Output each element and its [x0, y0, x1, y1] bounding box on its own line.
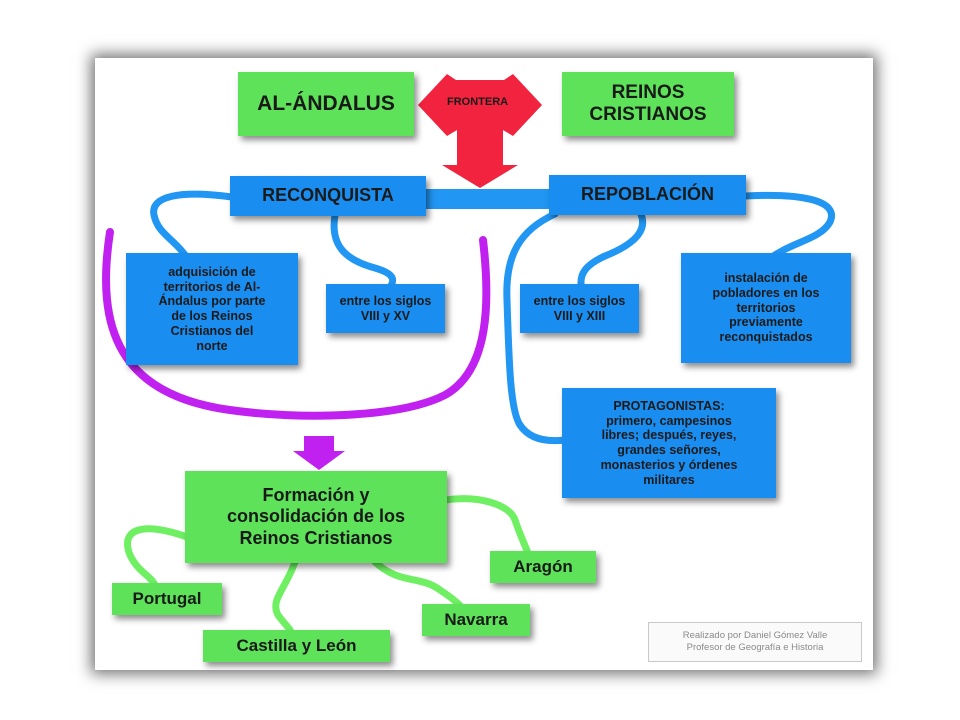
connector-reconquista-siglos [330, 211, 397, 294]
purple-arrow-head [293, 451, 345, 470]
connector-repoblacion-protagonistas [503, 210, 569, 445]
al-andalus-node: AL-ÁNDALUS [238, 72, 414, 136]
siglos-viii-xiii-node: entre los siglos VIII y XIII [520, 284, 639, 333]
connector-navarra [371, 558, 466, 612]
castilla-node: Castilla y León [203, 630, 390, 662]
purple-bracket [102, 228, 491, 420]
protagonistas-node: PROTAGONISTAS: primero, campesinos libre… [562, 388, 776, 498]
frontier-arrow [418, 74, 542, 188]
connector-castilla [272, 558, 299, 636]
adquisicion-node: adquisición de territorios de Al- Ándalu… [126, 253, 298, 365]
credit-line-1: Realizado por Daniel Gómez Valle [682, 629, 828, 641]
siglos-viii-xv-node: entre los siglos VIII y XV [326, 284, 445, 333]
connector-repoblacion-instalacion [741, 191, 835, 264]
connector-reconquista-adquisicion [150, 190, 236, 266]
connector-repoblacion-siglos [577, 208, 646, 294]
reinos-cristianos-node: REINOS CRISTIANOS [562, 72, 734, 136]
frontier-label: FRONTERA [447, 96, 509, 108]
instalacion-node: instalación de pobladores en los territo… [681, 253, 851, 363]
aragon-node: Aragón [490, 551, 596, 583]
portugal-node: Portugal [112, 583, 222, 615]
navarra-node: Navarra [422, 604, 530, 636]
purple-arrow-shaft [304, 436, 334, 452]
connector-aragon [441, 495, 532, 557]
reconquista-node: RECONQUISTA [230, 176, 426, 216]
connector-portugal [124, 525, 194, 589]
repoblacion-node: REPOBLACIÓN [549, 175, 746, 215]
formacion-node: Formación y consolidación de los Reinos … [185, 471, 447, 563]
credit-line-2: Profesor de Geografía e Historia [686, 642, 824, 653]
credit-box: Realizado por Daniel Gómez Valle Profeso… [648, 622, 862, 662]
